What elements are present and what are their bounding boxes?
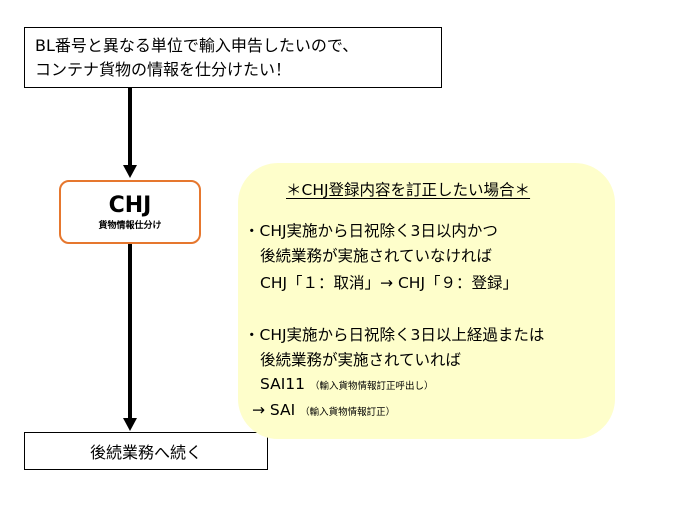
correction-note: ＊CHJ登録内容を訂正したい場合＊ ・CHJ実施から日祝除く3日以内かつ 後続業… xyxy=(238,163,615,439)
requirement-line-2: コンテナ貨物の情報を仕分けたい！ xyxy=(35,60,292,79)
chj-process-box: CHJ 貨物情報仕分け xyxy=(59,180,201,244)
requirement-box: BL番号と異なる単位で輸入申告したいので、 コンテナ貨物の情報を仕分けたい！ xyxy=(24,27,442,88)
chj-title: CHJ xyxy=(108,192,152,218)
next-step-label: 後続業務へ続く xyxy=(89,443,202,462)
case2-sai11-desc: （輸入貨物情報訂正呼出し） xyxy=(309,381,434,392)
chj-subtitle: 貨物情報仕分け xyxy=(98,220,162,231)
case2-line-3: SAI11 （輸入貨物情報訂正呼出し） xyxy=(260,375,433,393)
requirement-line-1: BL番号と異なる単位で輸入申告したいので、 xyxy=(35,36,359,55)
case2-line-4: → SAI （輸入貨物情報訂正） xyxy=(252,401,395,419)
next-step-box: 後続業務へ続く xyxy=(24,432,268,470)
case2-line-2: 後続業務が実施されていれば xyxy=(260,351,462,369)
case2-sai-desc: （輸入貨物情報訂正） xyxy=(300,407,396,418)
note-title: ＊CHJ登録内容を訂正したい場合＊ xyxy=(286,181,531,199)
arrow-top-to-chj xyxy=(123,88,137,178)
case2-line-1: ・CHJ実施から日祝除く3日以上経過または xyxy=(244,326,545,344)
case2-sai11: SAI11 xyxy=(260,375,306,393)
case2-sai: → SAI xyxy=(252,401,296,419)
case1-line-3: CHJ「１：取消」→ CHJ「９：登録」 xyxy=(260,274,519,292)
case1-line-2: 後続業務が実施されていなければ xyxy=(260,247,493,265)
case1-line-1: ・CHJ実施から日祝除く3日以内かつ xyxy=(244,222,498,240)
arrow-chj-to-bottom xyxy=(123,244,137,431)
